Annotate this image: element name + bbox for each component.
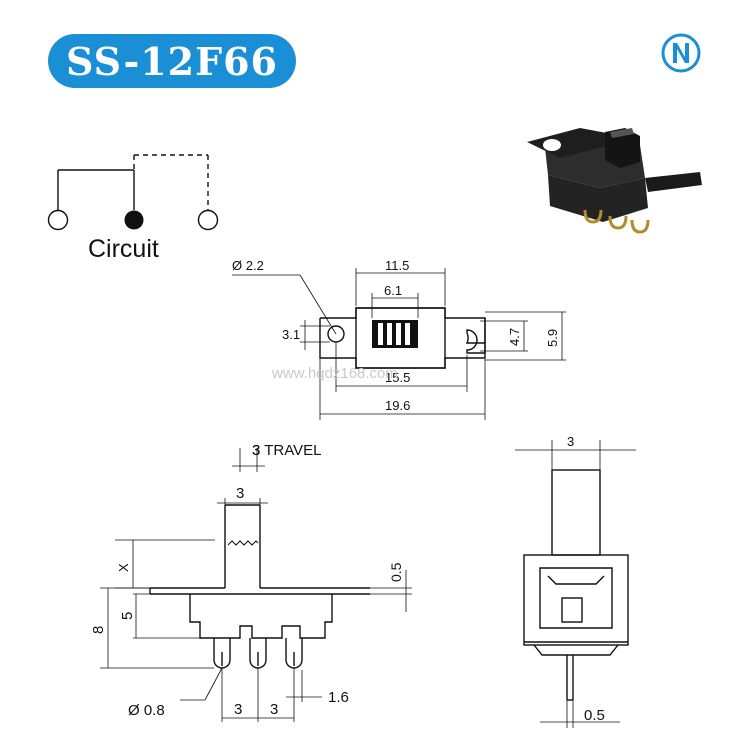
side-dim-0-5-label: 0.5 <box>584 707 605 724</box>
dim-5-label: 5 <box>119 612 136 620</box>
hole-diameter-label: Ø 2.2 <box>232 258 264 273</box>
dim-6-1-label: 6.1 <box>384 283 402 298</box>
dim-19-6-label: 19.6 <box>385 398 410 413</box>
side-view-drawing: 3 0.5 <box>515 434 636 728</box>
dim-0-5-label: 0.5 <box>388 562 404 582</box>
travel-label: 3 TRAVEL <box>252 442 321 459</box>
terminal-common-icon <box>124 210 144 230</box>
dim-5-9-label: 5.9 <box>545 329 560 347</box>
top-view-drawing: Ø 2.2 11.5 6.1 3.1 4.7 5.9 15.5 <box>232 258 566 420</box>
circuit-diagram: Circuit <box>47 154 219 263</box>
terminal-open-left-icon <box>47 209 69 231</box>
travel-value-label: 3 <box>252 442 260 459</box>
n-logo-icon <box>661 33 701 73</box>
product-title: SS-12F66 <box>66 38 278 84</box>
side-dim-3-label: 3 <box>567 434 574 449</box>
front-view-drawing: 3 3 TRAVEL 3 X 5 8 0.5 Ø 0.8 <box>90 442 412 722</box>
product-illustration <box>527 128 702 234</box>
dim-15-5-label: 15.5 <box>385 370 410 385</box>
dim-11-5-label: 11.5 <box>385 258 409 273</box>
dim-4-7-label: 4.7 <box>507 328 522 346</box>
dim-1-6-label: 1.6 <box>328 689 349 706</box>
circuit-label: Circuit <box>88 235 159 263</box>
dim-3-1-label: 3.1 <box>282 327 300 342</box>
watermark: www.hqdz168.com <box>271 365 398 382</box>
pin-diameter-label: Ø 0.8 <box>128 702 165 719</box>
title-badge: SS-12F66 <box>48 34 296 88</box>
actuator-width-label: 3 <box>236 485 244 502</box>
pitch-a-label: 3 <box>234 701 242 718</box>
terminal-open-right-icon <box>197 209 219 231</box>
dim-x-label: X <box>116 563 131 572</box>
pitch-b-label: 3 <box>270 701 278 718</box>
dim-8-label: 8 <box>90 626 107 634</box>
